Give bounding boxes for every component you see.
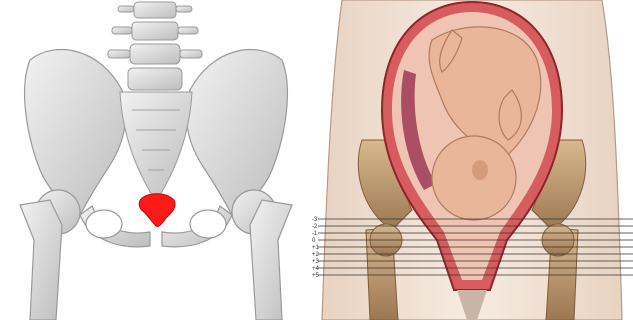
station-label: +3 — [312, 259, 320, 265]
pelvis-drawing — [0, 0, 312, 320]
sacrum — [120, 92, 192, 195]
station-label: +4 — [312, 266, 320, 272]
station-label: -3 — [312, 217, 318, 223]
station-label: +2 — [312, 252, 320, 258]
uterus-drawing: -3 -2 -1 0 +1 +2 +3 +4 +5 — [312, 0, 633, 320]
lumbar-spine — [108, 2, 202, 90]
station-label: -1 — [312, 231, 318, 237]
pelvis-image — [0, 0, 312, 320]
station-label: +5 — [312, 273, 320, 279]
station-label: 0 — [312, 238, 316, 244]
uterus-stations-image: -3 -2 -1 0 +1 +2 +3 +4 +5 — [312, 0, 633, 320]
coccyx-highlight — [139, 194, 175, 227]
station-label: +1 — [312, 245, 320, 251]
station-label: -2 — [312, 224, 318, 230]
